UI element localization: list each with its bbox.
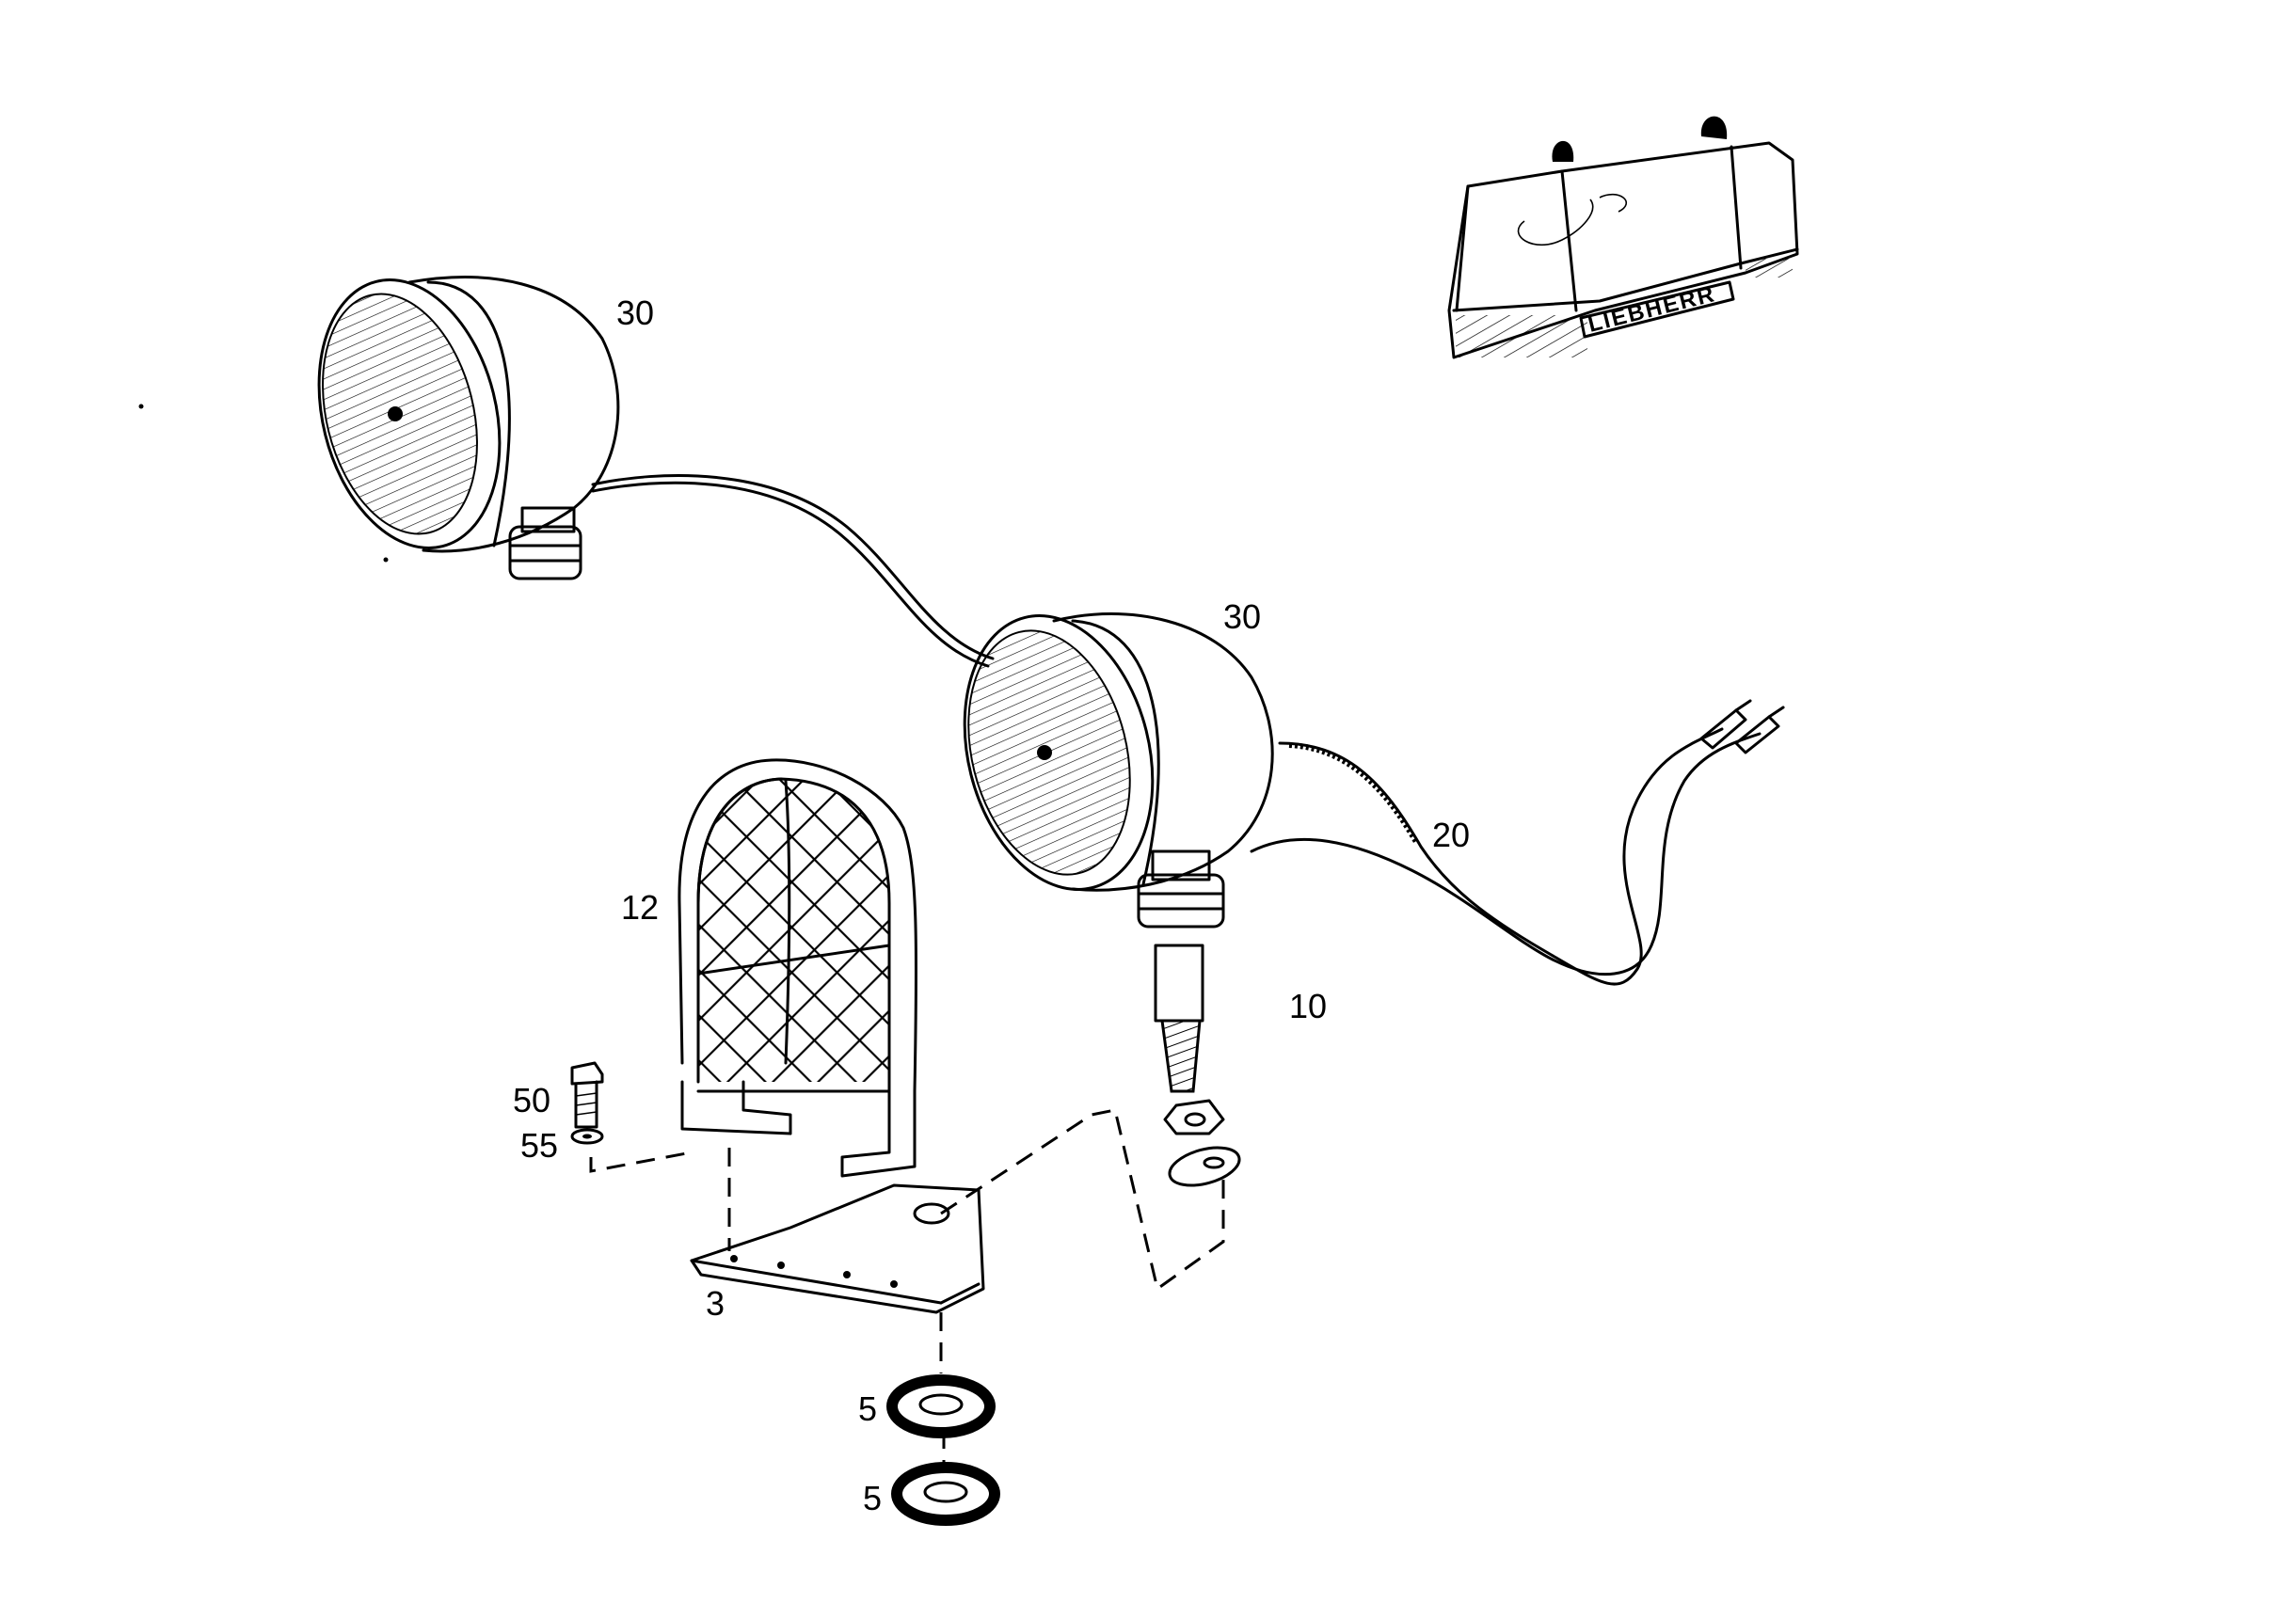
washer-lower — [891, 1462, 1000, 1526]
part-labels: 30 30 20 10 12 50 55 3 5 5 — [513, 294, 1470, 1517]
liebherr-logo-text: LIEBHERR — [1586, 281, 1718, 338]
label-lamp-main: 30 — [1223, 597, 1261, 636]
work-lamp-upper — [317, 276, 620, 580]
cable-plug-b — [1734, 706, 1785, 754]
power-cable — [1250, 699, 1785, 986]
label-bolt: 50 — [513, 1081, 550, 1119]
mount-stud-assembly — [1154, 944, 1241, 1187]
mounting-bracket — [690, 1183, 985, 1314]
label-washer-lower: 5 — [863, 1479, 882, 1517]
assembly-lines — [589, 1108, 1225, 1463]
connecting-cable — [591, 474, 995, 668]
cable-plug-a — [1699, 699, 1752, 750]
lamp-upper-mount — [508, 506, 582, 580]
label-small-washer: 55 — [520, 1126, 558, 1165]
machine-overview-illustration: LIEBHERR — [1447, 116, 1799, 359]
work-lamp-main — [963, 612, 1274, 928]
label-washer-upper: 5 — [858, 1389, 877, 1428]
label-power-cable: 20 — [1432, 816, 1470, 854]
small-washer — [570, 1128, 604, 1145]
label-bracket: 3 — [706, 1284, 725, 1323]
liebherr-logo: LIEBHERR — [1579, 280, 1735, 339]
washer-upper — [886, 1374, 996, 1438]
label-lamp-upper: 30 — [616, 294, 654, 332]
label-lamp-guard: 12 — [621, 888, 659, 927]
bolt — [570, 1061, 604, 1129]
label-mount-stud: 10 — [1289, 987, 1327, 1025]
lamp-guard — [678, 758, 918, 1178]
